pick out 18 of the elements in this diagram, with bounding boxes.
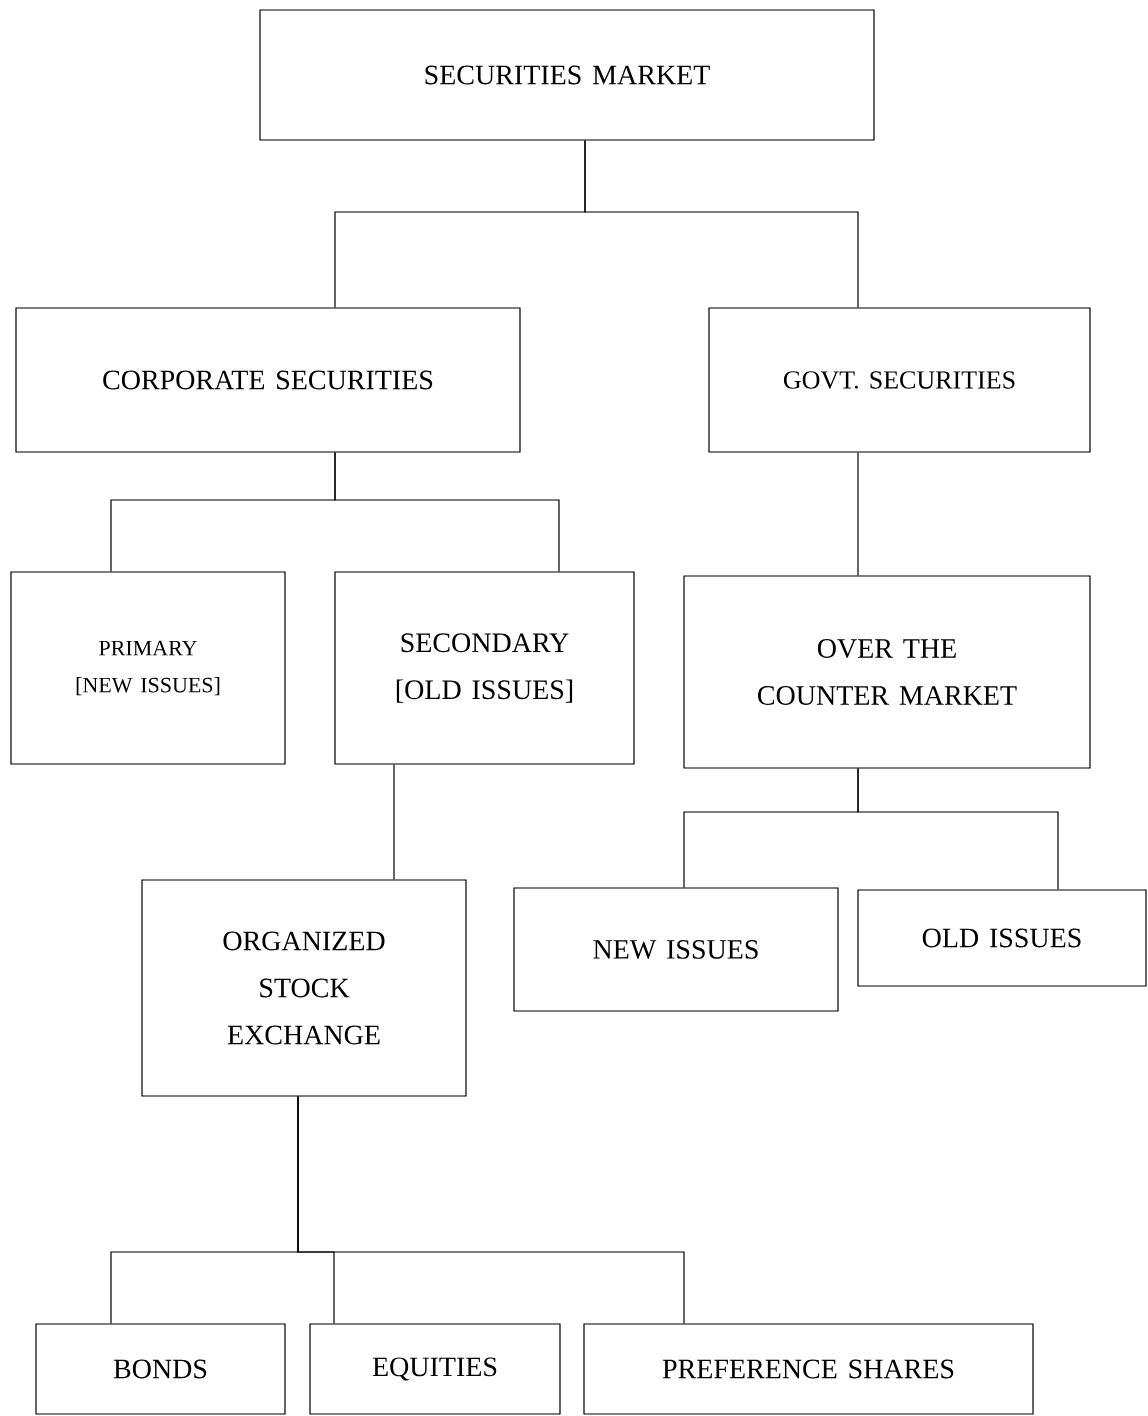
connector-line [857, 768, 1059, 890]
connector-line [393, 764, 395, 880]
hierarchy-box: PREFERENCE SHARES [583, 1323, 1034, 1415]
connector-line [857, 452, 859, 576]
hierarchy-box: OLD ISSUES [857, 889, 1147, 987]
hierarchy-box: SECURITIES MARKET [259, 9, 875, 141]
hierarchy-box: EQUITIES [309, 1323, 561, 1415]
hierarchy-box: BONDS [35, 1323, 286, 1415]
hierarchy-box: GOVT. SECURITIES [708, 307, 1091, 453]
hierarchy-box: ORGANIZED STOCK EXCHANGE [141, 879, 467, 1097]
hierarchy-box: NEW ISSUES [513, 887, 839, 1012]
hierarchy-box: CORPORATE SECURITIES [15, 307, 521, 453]
hierarchy-box: SECONDARY [OLD ISSUES] [334, 571, 635, 765]
connector-line [584, 140, 859, 308]
hierarchy-box: PRIMARY [NEW ISSUES] [10, 571, 286, 765]
connector-line [334, 452, 560, 572]
hierarchy-box: OVER THE COUNTER MARKET [683, 575, 1091, 769]
connector-line [297, 1096, 685, 1324]
